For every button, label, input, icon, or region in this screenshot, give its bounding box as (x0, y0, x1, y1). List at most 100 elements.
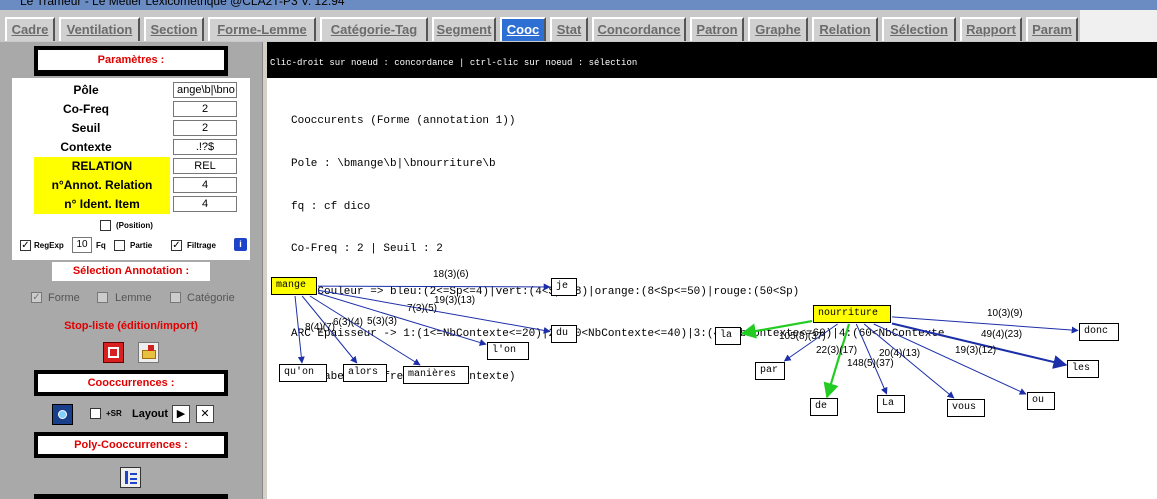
tab-param[interactable]: Param (1026, 17, 1078, 41)
sr-checkbox[interactable] (90, 408, 101, 419)
info-line: Pole : \bmange\b|\bnourriture\b (291, 158, 496, 171)
graph-edge-nourriture-La (855, 323, 888, 395)
graph-node-nourriture[interactable]: nourriture (813, 305, 891, 323)
tab-bar: Cadre Ventilation Section Forme-Lemme Ca… (0, 10, 1157, 42)
forme-checkbox[interactable]: ✓ (31, 292, 42, 303)
layout-stop-icon[interactable]: ✕ (196, 405, 214, 423)
options-area (12, 216, 250, 260)
graph-node-vous[interactable]: vous (947, 399, 985, 417)
graph-edge-label: 5(3)(3) (367, 316, 398, 327)
tab-categorie-tag[interactable]: Catégorie-Tag (320, 17, 428, 41)
polycooc-tree-icon[interactable] (120, 467, 141, 488)
cooc-run-icon[interactable] (52, 404, 73, 425)
ident-item-input[interactable]: 4 (173, 196, 237, 212)
info-icon[interactable]: i (234, 238, 247, 251)
pole-input[interactable]: ange\b|\bno (173, 82, 237, 98)
tab-stat[interactable]: Stat (550, 17, 588, 41)
panel-splitter[interactable] (262, 42, 267, 499)
forme-label: Forme (48, 292, 80, 304)
graph-edge-mange-manieres (309, 295, 421, 366)
graph-node-alors[interactable]: alors (343, 364, 387, 382)
graph-edge-mange-quon (294, 295, 305, 364)
tab-relation[interactable]: Relation (812, 17, 878, 41)
graph-node-manieres[interactable]: manières (403, 366, 469, 384)
annot-relation-label: n°Annot. Relation (34, 176, 170, 195)
hint-text: Clic-droit sur noeud : concordance | ctr… (270, 58, 638, 68)
graph-node-lon[interactable]: l'on (487, 342, 529, 360)
categorie-checkbox[interactable] (170, 292, 181, 303)
graph-node-quon[interactable]: qu'on (279, 364, 327, 382)
graph-edge-label: 19(3)(13) (434, 295, 476, 306)
contexte-input[interactable]: .!?$ (173, 139, 237, 155)
graph-edge-label: 49(4)(23) (981, 329, 1023, 340)
partie-checkbox[interactable] (114, 240, 125, 251)
graph-edges (294, 283, 1079, 399)
cooc-title: Cooccurrences : (38, 374, 224, 392)
graph-edge-nourriture-la (740, 320, 813, 339)
graph-node-les[interactable]: les (1067, 360, 1099, 378)
graph-node-je[interactable]: je (551, 278, 577, 296)
stopliste-edit-icon[interactable] (103, 342, 124, 363)
graph-edge-label: 7(3)(5) (407, 303, 438, 314)
layout-label: Layout (132, 408, 169, 420)
categorie-label: Catégorie (187, 292, 235, 304)
tab-cadre[interactable]: Cadre (5, 17, 55, 41)
stopliste-import-icon[interactable] (138, 342, 159, 363)
graph-node-la[interactable]: la (715, 327, 741, 345)
lemme-checkbox[interactable] (97, 292, 108, 303)
tab-graphe[interactable]: Graphe (748, 17, 808, 41)
contexte-label: Contexte (60, 140, 112, 154)
position-checkbox[interactable] (100, 220, 111, 231)
graph-node-par[interactable]: par (755, 362, 785, 380)
tab-ventilation[interactable]: Ventilation (59, 17, 140, 41)
graph-edge-mange-lon (317, 292, 487, 346)
relation-input[interactable]: REL (173, 158, 237, 174)
graph-edge-label: 20(4)(13) (879, 348, 921, 359)
graph-edge-label: 18(3)(6) (433, 269, 469, 280)
tab-section[interactable]: Section (144, 17, 204, 41)
params-form: Pôle ange\b|\bno Co-Freq 2 Seuil 2 Conte… (12, 78, 250, 216)
window-titlebar: Le Trameur - Le Métier Lexicométrique @C… (0, 0, 1157, 10)
tab-segment[interactable]: Segment (432, 17, 496, 41)
position-label: (Position) (116, 221, 153, 230)
graph-edge-nourriture-de (823, 323, 851, 399)
stopliste-label[interactable]: Stop-liste (édition/import) (64, 320, 198, 332)
filtrage-label: Filtrage (187, 241, 216, 250)
fq-input[interactable]: 10 (72, 237, 92, 253)
params-title: Paramètres : (38, 50, 224, 70)
graph-edge-mange-je (317, 283, 551, 291)
graph-edge-nourriture-donc (891, 316, 1079, 334)
cofreq-input[interactable]: 2 (173, 101, 237, 117)
polycooc-title: Poly-Cooccurrences : (38, 436, 224, 454)
graph-node-ou[interactable]: ou (1027, 392, 1055, 410)
tab-selection[interactable]: Sélection (882, 17, 956, 41)
relation-label: RELATION (34, 157, 170, 176)
graph-node-donc[interactable]: donc (1079, 323, 1119, 341)
graph-edge-label: 22(3)(17) (816, 345, 858, 356)
regexp-checkbox[interactable]: ✓ (20, 240, 31, 251)
tab-concordance[interactable]: Concordance (592, 17, 686, 41)
tab-patron[interactable]: Patron (690, 17, 744, 41)
seuil-label: Seuil (71, 121, 101, 135)
bottom-frame (34, 494, 228, 499)
graph-edge-mange-du (317, 289, 551, 334)
tab-cooc[interactable]: Cooc (500, 17, 546, 41)
graph-edge-label: 10(3)(9) (987, 308, 1023, 319)
info-line: Co-Freq : 2 | Seuil : 2 (291, 243, 443, 256)
info-line: fq : cf dico (291, 200, 371, 213)
graph-edge-nourriture-les (891, 322, 1068, 369)
layout-play-icon[interactable]: ▶ (172, 405, 190, 423)
seuil-input[interactable]: 2 (173, 120, 237, 136)
graph-node-La[interactable]: La (877, 395, 905, 413)
info-line: Cooccurents (Forme (annotation 1)) (291, 115, 516, 128)
graph-edge-label: 105(8)(37) (779, 331, 826, 342)
cofreq-label: Co-Freq (63, 102, 109, 116)
tab-forme-lemme[interactable]: Forme-Lemme (208, 17, 316, 41)
tab-rapport[interactable]: Rapport (960, 17, 1022, 41)
annot-relation-input[interactable]: 4 (173, 177, 237, 193)
graph-node-mange[interactable]: mange (271, 277, 317, 295)
filtrage-checkbox[interactable]: ✓ (171, 240, 182, 251)
graph-node-de[interactable]: de (810, 398, 838, 416)
graph-edge-label: 19(3)(12) (955, 345, 997, 356)
graph-node-du[interactable]: du (551, 325, 577, 343)
